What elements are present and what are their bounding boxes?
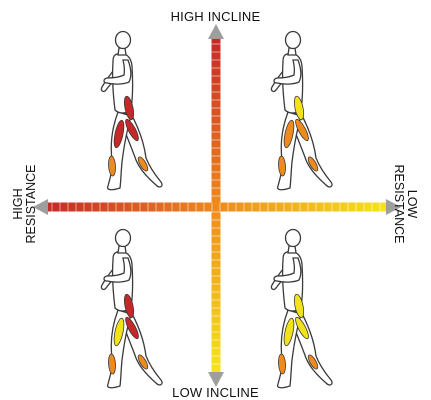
incline-arrowhead-up	[208, 24, 224, 39]
label-high-incline: HIGH INCLINE	[0, 9, 431, 24]
label-high-resistance-line2: RESISTANCE	[25, 159, 38, 249]
resistance-axis-bar	[47, 203, 387, 212]
walker-figure-high-incline-high-resistance	[101, 32, 162, 190]
label-low-resistance-line1: LOW	[405, 159, 418, 249]
label-low-resistance-line2: RESISTANCE	[392, 159, 405, 249]
label-high-resistance: HIGH RESISTANCE	[12, 159, 38, 249]
walker-figure-low-incline-high-resistance	[101, 230, 162, 388]
walker-figure-low-incline-low-resistance	[271, 230, 332, 388]
label-low-resistance: LOW RESISTANCE	[392, 159, 418, 249]
walker-figure-high-incline-low-resistance	[271, 32, 332, 190]
label-low-incline: LOW INCLINE	[0, 385, 431, 400]
